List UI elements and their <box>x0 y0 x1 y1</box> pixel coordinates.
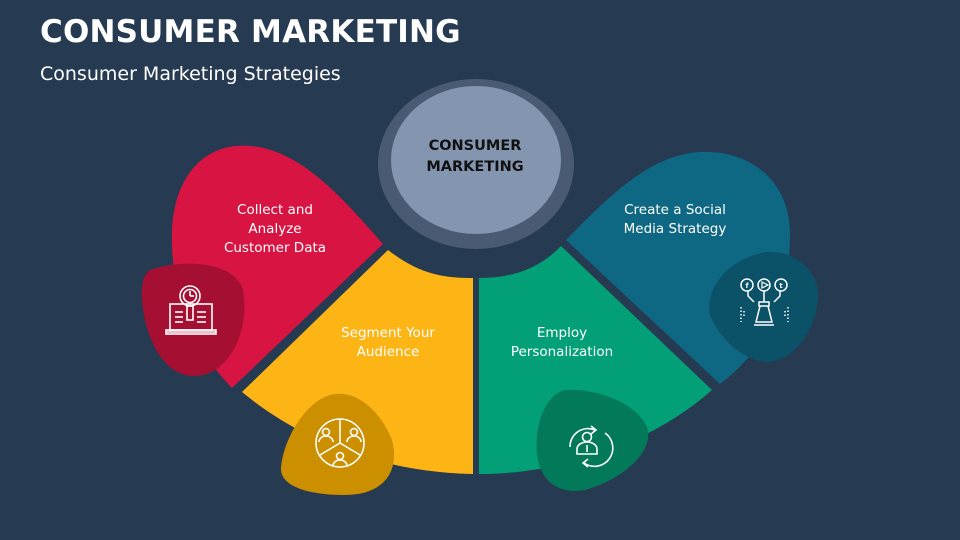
label-employ-personalization: Employ Personalization <box>492 324 632 362</box>
laptop-data-analysis-icon <box>165 285 217 335</box>
label-line: Analyze <box>248 221 302 237</box>
center-circle <box>391 86 561 234</box>
segment-segment-audience <box>242 250 473 474</box>
label-line: Personalization <box>510 344 614 360</box>
badge-social-media <box>709 251 819 362</box>
center-label: CONSUMER MARKETING <box>400 136 550 178</box>
svg-text:f: f <box>745 282 749 290</box>
label-segment-audience: Segment Your Audience <box>318 324 458 362</box>
label-collect-analyze: Collect and Analyze Customer Data <box>210 201 340 258</box>
label-line: Create a Social <box>624 202 726 218</box>
label-line: Customer Data <box>223 240 327 256</box>
label-line: Employ <box>536 325 588 341</box>
badge-employ-personalization <box>536 389 649 491</box>
label-line: Media Strategy <box>623 221 727 237</box>
center-label-line1: CONSUMER <box>428 138 522 154</box>
label-line: Segment Your <box>341 325 435 341</box>
page-subtitle: Consumer Marketing Strategies <box>40 63 341 85</box>
page-title: CONSUMER MARKETING <box>40 14 461 50</box>
svg-text:t: t <box>779 282 783 290</box>
center-label-line2: MARKETING <box>426 159 524 175</box>
label-line: Collect and <box>237 202 313 218</box>
audience-segments-icon <box>315 418 365 468</box>
personalization-user-cycle-icon <box>569 425 614 468</box>
social-media-strategy-icon <box>740 278 789 326</box>
segment-employ-personalization <box>479 246 712 474</box>
label-line: Audience <box>356 344 420 360</box>
label-social-media: Create a Social Media Strategy <box>600 201 750 239</box>
